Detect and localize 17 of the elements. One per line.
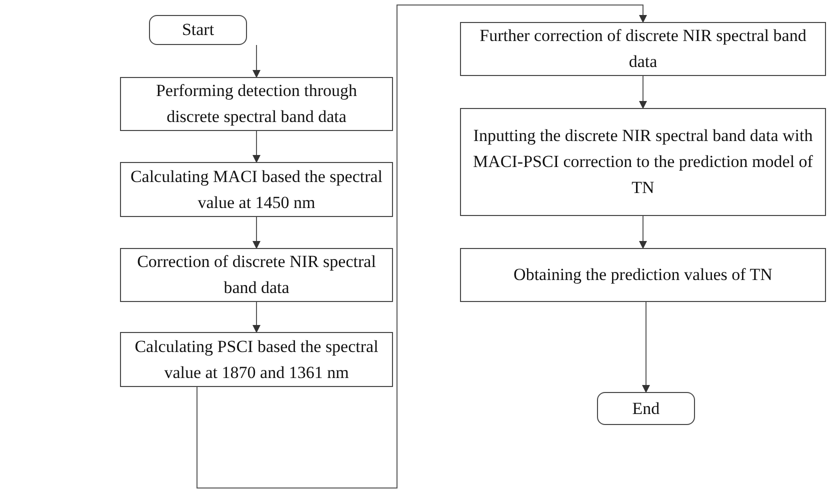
process-box: Calculating MACI based the spectral value at 1450 nm	[120, 162, 393, 217]
terminal-box: Start	[149, 15, 247, 45]
arrow	[252, 302, 260, 333]
arrow	[642, 302, 650, 393]
process-box: Inputting the discrete NIR spectral band data with MACI-PSCI correction to the prediction model of TN	[460, 108, 826, 216]
process-box: Further correction of discrete NIR spectral band data	[460, 22, 826, 76]
arrow	[252, 130, 260, 163]
process-box: Performing detection through discrete spectral band data	[120, 77, 393, 131]
arrow	[639, 216, 647, 249]
arrow	[252, 44, 260, 78]
arrow	[639, 76, 647, 109]
terminal-box: End	[597, 392, 695, 425]
process-box: Correction of discrete NIR spectral band data	[120, 248, 393, 302]
process-box: Calculating PSCI based the spectral value at 1870 and 1361 nm	[120, 332, 393, 387]
process-box: Obtaining the prediction values of TN	[460, 248, 826, 302]
arrow	[252, 216, 260, 249]
arrow	[196, 4, 647, 488]
